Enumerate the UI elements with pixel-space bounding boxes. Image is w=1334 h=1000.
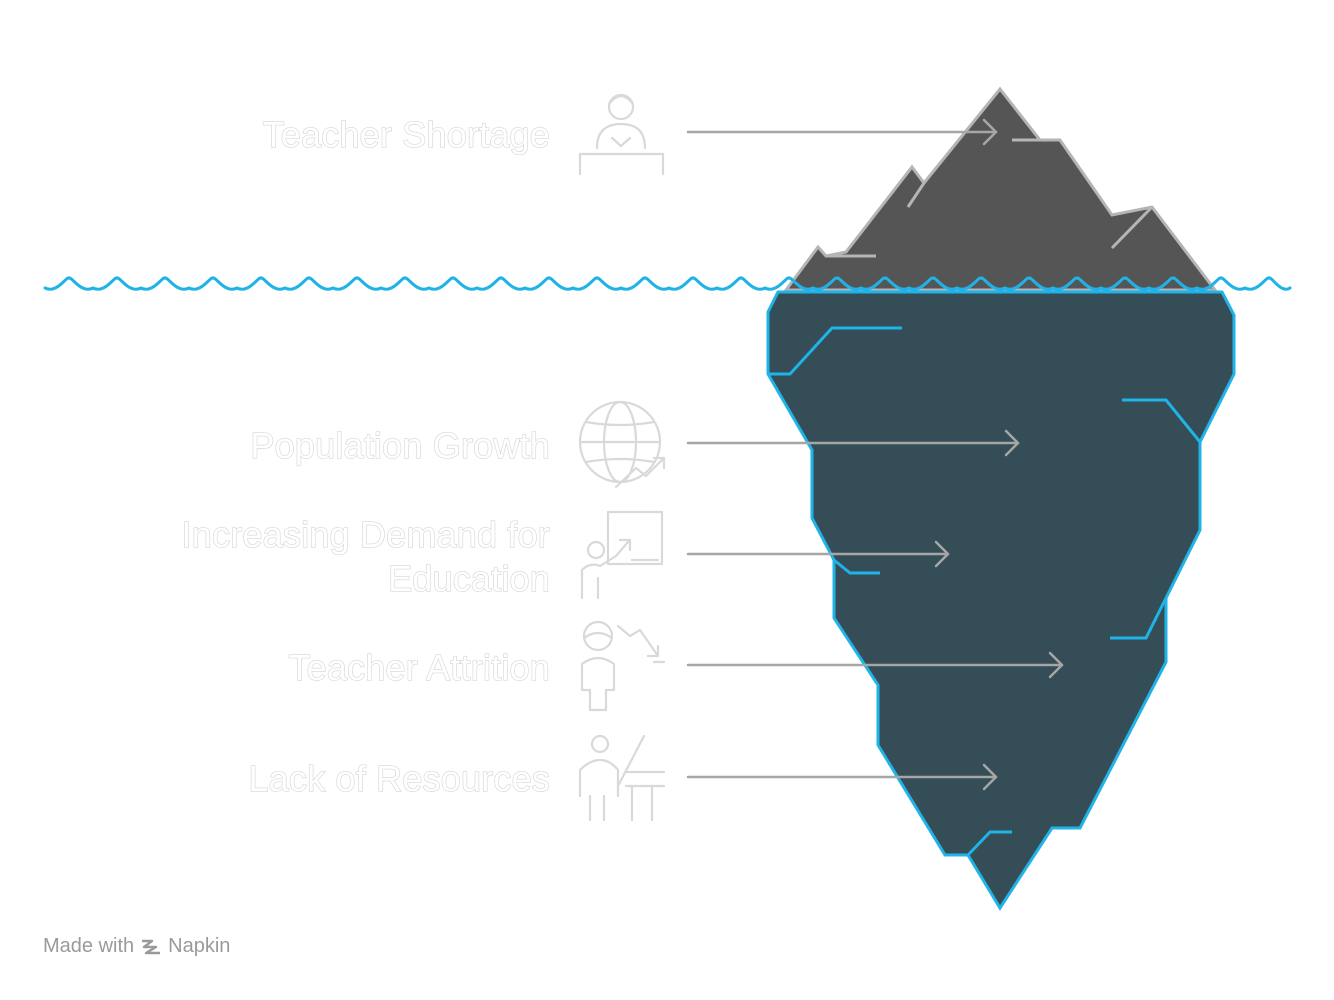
arrow-population-growth: [686, 429, 1020, 457]
label-increasing-demand: Increasing Demand for Education: [181, 513, 550, 599]
napkin-logo-icon: [142, 939, 161, 954]
person-decline-icon: [580, 620, 666, 712]
label-teacher-attrition: Teacher Attrition: [288, 646, 551, 688]
water-line: [43, 276, 1292, 291]
label-population-growth: Population Growth: [250, 424, 551, 466]
arrow-lack-of-resources: [686, 763, 998, 791]
arrow-increasing-demand: [686, 540, 950, 568]
label-lack-of-resources: Lack of Resources: [248, 757, 551, 799]
presentation-growth-icon: [580, 510, 664, 600]
arrows: [686, 118, 1064, 791]
arrow-teacher-shortage: [686, 118, 998, 146]
watermark-prefix: Made with: [43, 935, 135, 957]
iceberg-tip: [783, 86, 1219, 292]
watermark: Made with Napkin: [43, 935, 230, 958]
body-cracks: [768, 326, 1202, 857]
teacher-board-icon: [578, 734, 666, 822]
iceberg-body: [766, 290, 1236, 911]
globe-growth-icon: [578, 400, 666, 489]
tip-cracks: [826, 138, 1154, 258]
watermark-brand: Napkin: [168, 935, 231, 957]
teacher-icon: [578, 93, 665, 176]
label-teacher-shortage: Teacher Shortage: [262, 113, 550, 155]
arrow-teacher-attrition: [686, 651, 1064, 679]
